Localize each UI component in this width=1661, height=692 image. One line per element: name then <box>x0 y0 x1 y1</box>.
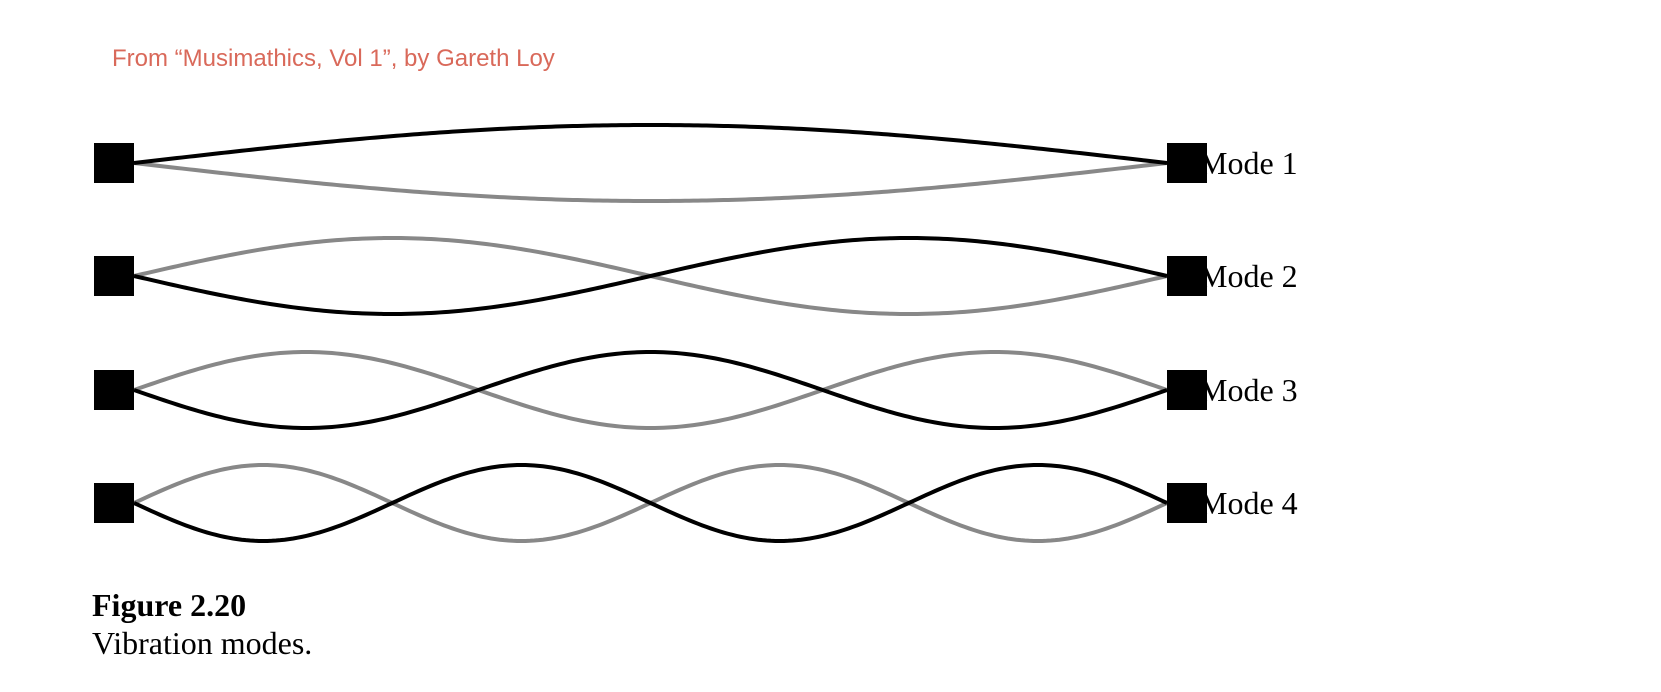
right-anchor-block <box>1167 370 1207 410</box>
mode-4-row: Mode 4 <box>94 462 1298 544</box>
mode-label: Mode 2 <box>1199 258 1298 294</box>
figure-number: Figure 2.20 <box>92 587 247 623</box>
string-displacement-gray <box>133 349 1168 431</box>
mode-label: Mode 1 <box>1199 145 1298 181</box>
source-credit: From “Musimathics, Vol 1”, by Gareth Loy <box>112 45 555 72</box>
string-displacement-black <box>133 462 1168 544</box>
mode-label: Mode 4 <box>1199 485 1298 521</box>
left-anchor-block <box>94 483 134 523</box>
mode-2-row: Mode 2 <box>94 235 1298 317</box>
string-displacement-gray <box>133 161 1168 203</box>
figure-caption: Vibration modes. <box>92 625 313 661</box>
left-anchor-block <box>94 143 134 183</box>
string-displacement-black <box>133 235 1168 317</box>
mode-3-row: Mode 3 <box>94 349 1298 431</box>
left-anchor-block <box>94 370 134 410</box>
mode-1-row: Mode 1 <box>94 123 1298 203</box>
string-displacement-black <box>133 349 1168 431</box>
right-anchor-block <box>1167 483 1207 523</box>
mode-label: Mode 3 <box>1199 372 1298 408</box>
right-anchor-block <box>1167 256 1207 296</box>
right-anchor-block <box>1167 143 1207 183</box>
string-displacement-black <box>133 123 1168 165</box>
left-anchor-block <box>94 256 134 296</box>
